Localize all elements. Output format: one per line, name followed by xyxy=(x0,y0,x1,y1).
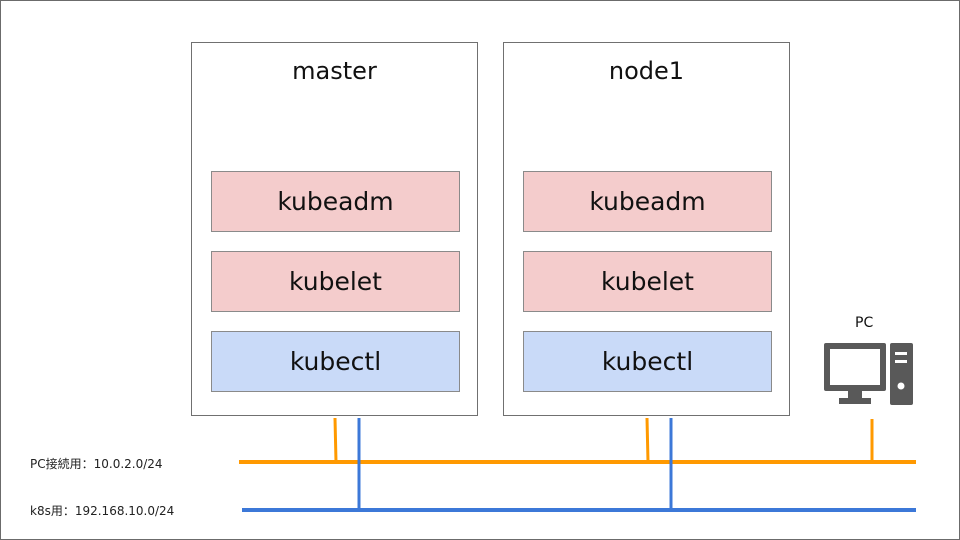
component-kubeadm: kubeadm xyxy=(523,171,772,232)
server-master: master kubeadm kubelet kubectl xyxy=(191,42,478,416)
component-kubelet: kubelet xyxy=(211,251,460,312)
master-pc-link xyxy=(333,417,338,463)
node1-pc-link xyxy=(645,417,650,463)
pc-network-label: PC接続用：10.0.2.0/24 xyxy=(30,457,163,471)
server-node1: node1 kubeadm kubelet kubectl xyxy=(503,42,790,416)
pc-label: PC xyxy=(855,315,874,331)
server-title: master xyxy=(292,57,377,85)
component-kubectl: kubectl xyxy=(211,331,460,392)
component-kubelet: kubelet xyxy=(523,251,772,312)
server-title: node1 xyxy=(608,57,685,85)
desktop-computer-icon xyxy=(824,343,913,405)
k8s-network-label: k8s用：192.168.10.0/24 xyxy=(30,504,175,518)
component-kubeadm: kubeadm xyxy=(211,171,460,232)
component-kubectl: kubectl xyxy=(523,331,772,392)
